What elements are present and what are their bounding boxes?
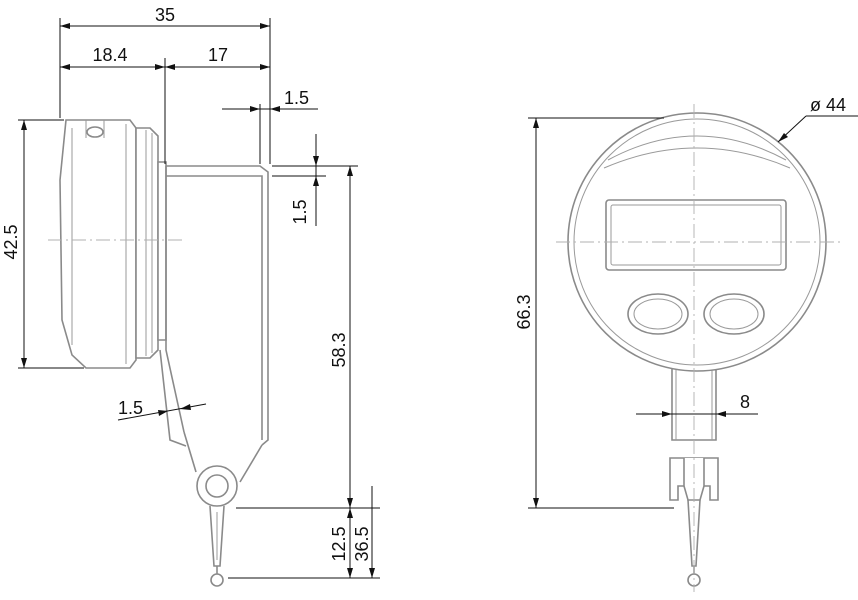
dim-overall-width: 35 (59, 5, 271, 164)
dim-36-5-label: 36.5 (352, 526, 372, 561)
right-button (703, 293, 765, 335)
dim-66-3-label: 66.3 (514, 294, 534, 329)
dim-35-label: 35 (155, 5, 175, 25)
dim-stylus: 12.5 36.5 (228, 486, 380, 579)
dim-17-label: 17 (208, 45, 228, 65)
buttons (627, 293, 765, 335)
housing-body (59, 119, 137, 369)
side-view: 35 18.4 17 1.5 1.5 (1, 5, 380, 587)
dim-diameter-label: ø 44 (810, 95, 846, 115)
dim-body-height: 42.5 (1, 119, 84, 369)
dim-8-label: 8 (740, 392, 750, 412)
dim-neck-width: 8 (636, 392, 758, 417)
bezel-rings (135, 127, 167, 359)
dim-1-5-arm-label: 1.5 (118, 398, 143, 418)
left-button (627, 293, 689, 335)
dim-42-5-label: 42.5 (1, 224, 21, 259)
dim-arm-plate: 1.5 (117, 398, 207, 421)
stylus-side (196, 465, 238, 587)
dim-bracket-top-offset: 1.5 (272, 134, 358, 226)
dim-12-5-label: 12.5 (329, 526, 349, 561)
front-view: 66.3 ø 44 8 (514, 95, 858, 592)
dim-18-4-label: 18.4 (92, 45, 127, 65)
dim-1-5-top-label: 1.5 (284, 88, 309, 108)
mounting-arm (159, 165, 269, 483)
dim-total-height: 66.3 (514, 117, 674, 509)
dim-1-5-vertical-label: 1.5 (290, 199, 310, 224)
dim-bracket-thickness: 1.5 (222, 88, 318, 164)
dim-body-bracket: 18.4 17 (60, 45, 270, 164)
dim-58-3-label: 58.3 (329, 332, 349, 367)
dim-arm-length: 58.3 (236, 165, 380, 509)
dim-diameter: ø 44 (777, 95, 858, 143)
display-window (605, 199, 787, 271)
